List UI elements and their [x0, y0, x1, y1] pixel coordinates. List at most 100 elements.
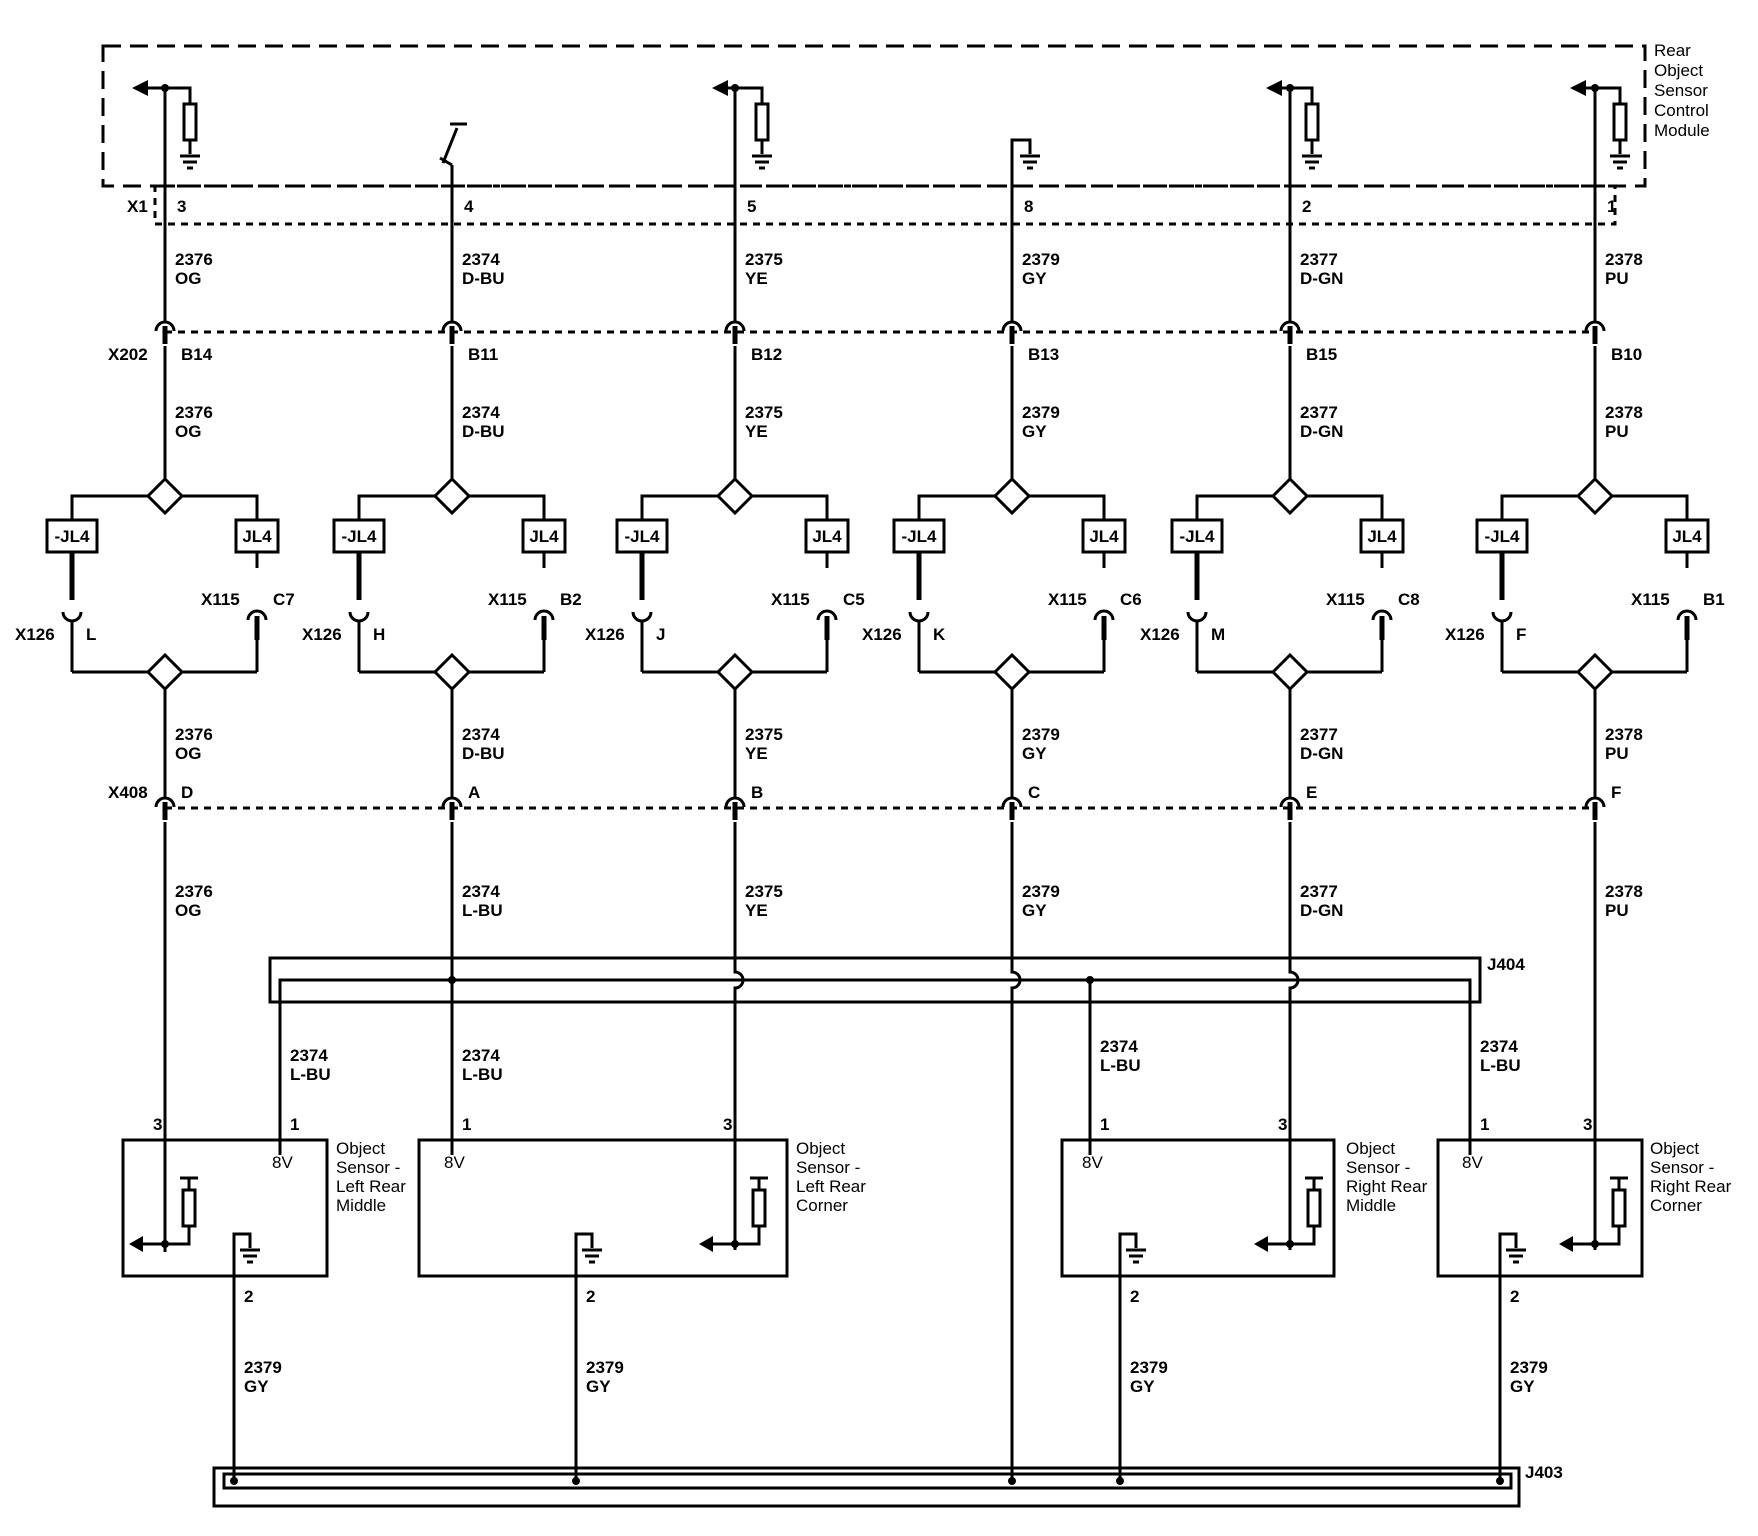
connector-cavity-icon — [1001, 320, 1023, 332]
supply-icon — [750, 1176, 768, 1190]
option-diamond-icon — [432, 476, 472, 516]
x1-label: X1 — [127, 197, 148, 216]
wire-color: D-BU — [462, 744, 505, 763]
signal-arrow-icon — [129, 1236, 143, 1252]
connector-cavity-icon — [348, 611, 370, 623]
sensor-voltage: 8V — [1462, 1153, 1483, 1172]
connector-cavity-icon — [1186, 611, 1208, 623]
resistor-icon — [1611, 1188, 1627, 1228]
wire-color: GY — [586, 1377, 611, 1396]
connector-cavity-icon — [908, 611, 930, 623]
wire-color: YE — [745, 422, 768, 441]
module-wire — [1290, 86, 1314, 104]
circuit-number: 2377 — [1300, 725, 1338, 744]
module-wire — [722, 86, 737, 186]
connector-cavity-icon — [1279, 320, 1301, 332]
sensor-pin-number: 1 — [462, 1115, 471, 1134]
module-title-line: Sensor — [1654, 81, 1708, 100]
circuit-number: 2374 — [462, 1046, 500, 1065]
x202-pin: B11 — [468, 345, 498, 364]
wire-color: PU — [1605, 269, 1629, 288]
wire-color: GY — [1510, 1377, 1535, 1396]
module-title-line: Rear — [1654, 41, 1691, 60]
sensor-pin-number: 3 — [1583, 1115, 1592, 1134]
sensor-wire — [232, 1232, 252, 1276]
x1-pin-number: 2 — [1302, 197, 1311, 216]
connector-cavity-icon — [1093, 609, 1115, 621]
junction-dot — [731, 1240, 739, 1248]
x408-pin: F — [1611, 783, 1621, 802]
x1-connector-outline — [153, 184, 1617, 226]
option-diamond-icon — [715, 652, 755, 692]
sensor-name-line: Left Rear — [796, 1177, 866, 1196]
circuit-number: 2379 — [586, 1358, 624, 1377]
resistor-icon — [1612, 102, 1628, 142]
signal-arrow-icon — [132, 80, 148, 96]
connector-cavity-icon — [816, 609, 838, 621]
sensor-voltage: 8V — [444, 1153, 465, 1172]
sensor-name-line: Left Rear — [336, 1177, 406, 1196]
junction-dot — [1286, 1240, 1294, 1248]
x408-pin: E — [1306, 783, 1317, 802]
option-label-with: JL4 — [812, 527, 842, 546]
sensor-name-line: Object — [1650, 1139, 1699, 1158]
j404-splice: J404 — [268, 955, 1525, 1004]
sensor-name-line: Corner — [1650, 1196, 1702, 1215]
wire-color: D-BU — [462, 269, 505, 288]
module-wire — [1276, 86, 1292, 186]
wire-color: GY — [1022, 901, 1047, 920]
signal-arrow-icon — [1266, 80, 1282, 96]
resistor-icon — [182, 102, 198, 142]
circuit-number: 2374 — [462, 250, 500, 269]
module-wire — [735, 86, 764, 104]
sensor-outline — [121, 1138, 329, 1278]
circuit-number: 2374 — [462, 403, 500, 422]
junction-dot — [1591, 1240, 1599, 1248]
junction-dot — [1116, 1477, 1124, 1485]
circuit-number: 2379 — [1022, 725, 1060, 744]
supply-icon — [180, 1176, 198, 1190]
module-internals — [132, 80, 1630, 186]
connector-cavity-icon — [1584, 796, 1606, 808]
x115-label: X115 — [1631, 590, 1670, 609]
circuit-number: 2374 — [1480, 1037, 1518, 1056]
wire-color: D-GN — [1300, 901, 1343, 920]
sensor-voltage: 8V — [1082, 1153, 1103, 1172]
wire-color: GY — [1022, 744, 1047, 763]
module-title-line: Object — [1654, 61, 1703, 80]
ground-icon — [180, 140, 200, 170]
x115-label: X115 — [1326, 590, 1365, 609]
option-label-without: -JL4 — [625, 527, 661, 546]
module-wire — [1580, 86, 1597, 186]
supply-icon — [1305, 1176, 1323, 1190]
option-label-without: -JL4 — [342, 527, 378, 546]
module-title-line: Control — [1654, 101, 1709, 120]
switch-icon — [441, 122, 467, 164]
junction-dot — [1286, 84, 1294, 92]
x115-pin: C5 — [843, 590, 865, 609]
sensor-pin-number: 3 — [1278, 1115, 1287, 1134]
option-diamond-icon — [145, 476, 185, 516]
x115-label: X115 — [1048, 590, 1087, 609]
circuit-number: 2377 — [1300, 250, 1338, 269]
x115-pin: B1 — [1703, 590, 1725, 609]
circuit-number: 2374 — [462, 725, 500, 744]
circuit-number: 2377 — [1300, 882, 1338, 901]
module-wire — [165, 86, 192, 104]
wire-color: GY — [244, 1377, 269, 1396]
circuit-number: 2376 — [175, 250, 213, 269]
connector-cavity-icon — [1676, 609, 1698, 621]
sensor-pin-number: 3 — [153, 1115, 162, 1134]
ground-icon — [752, 140, 772, 170]
sensor-name-line: Right Rear — [1650, 1177, 1732, 1196]
x126-pin: M — [1211, 625, 1225, 644]
wire-color: YE — [745, 269, 768, 288]
sensor-name-line: Object — [796, 1139, 845, 1158]
